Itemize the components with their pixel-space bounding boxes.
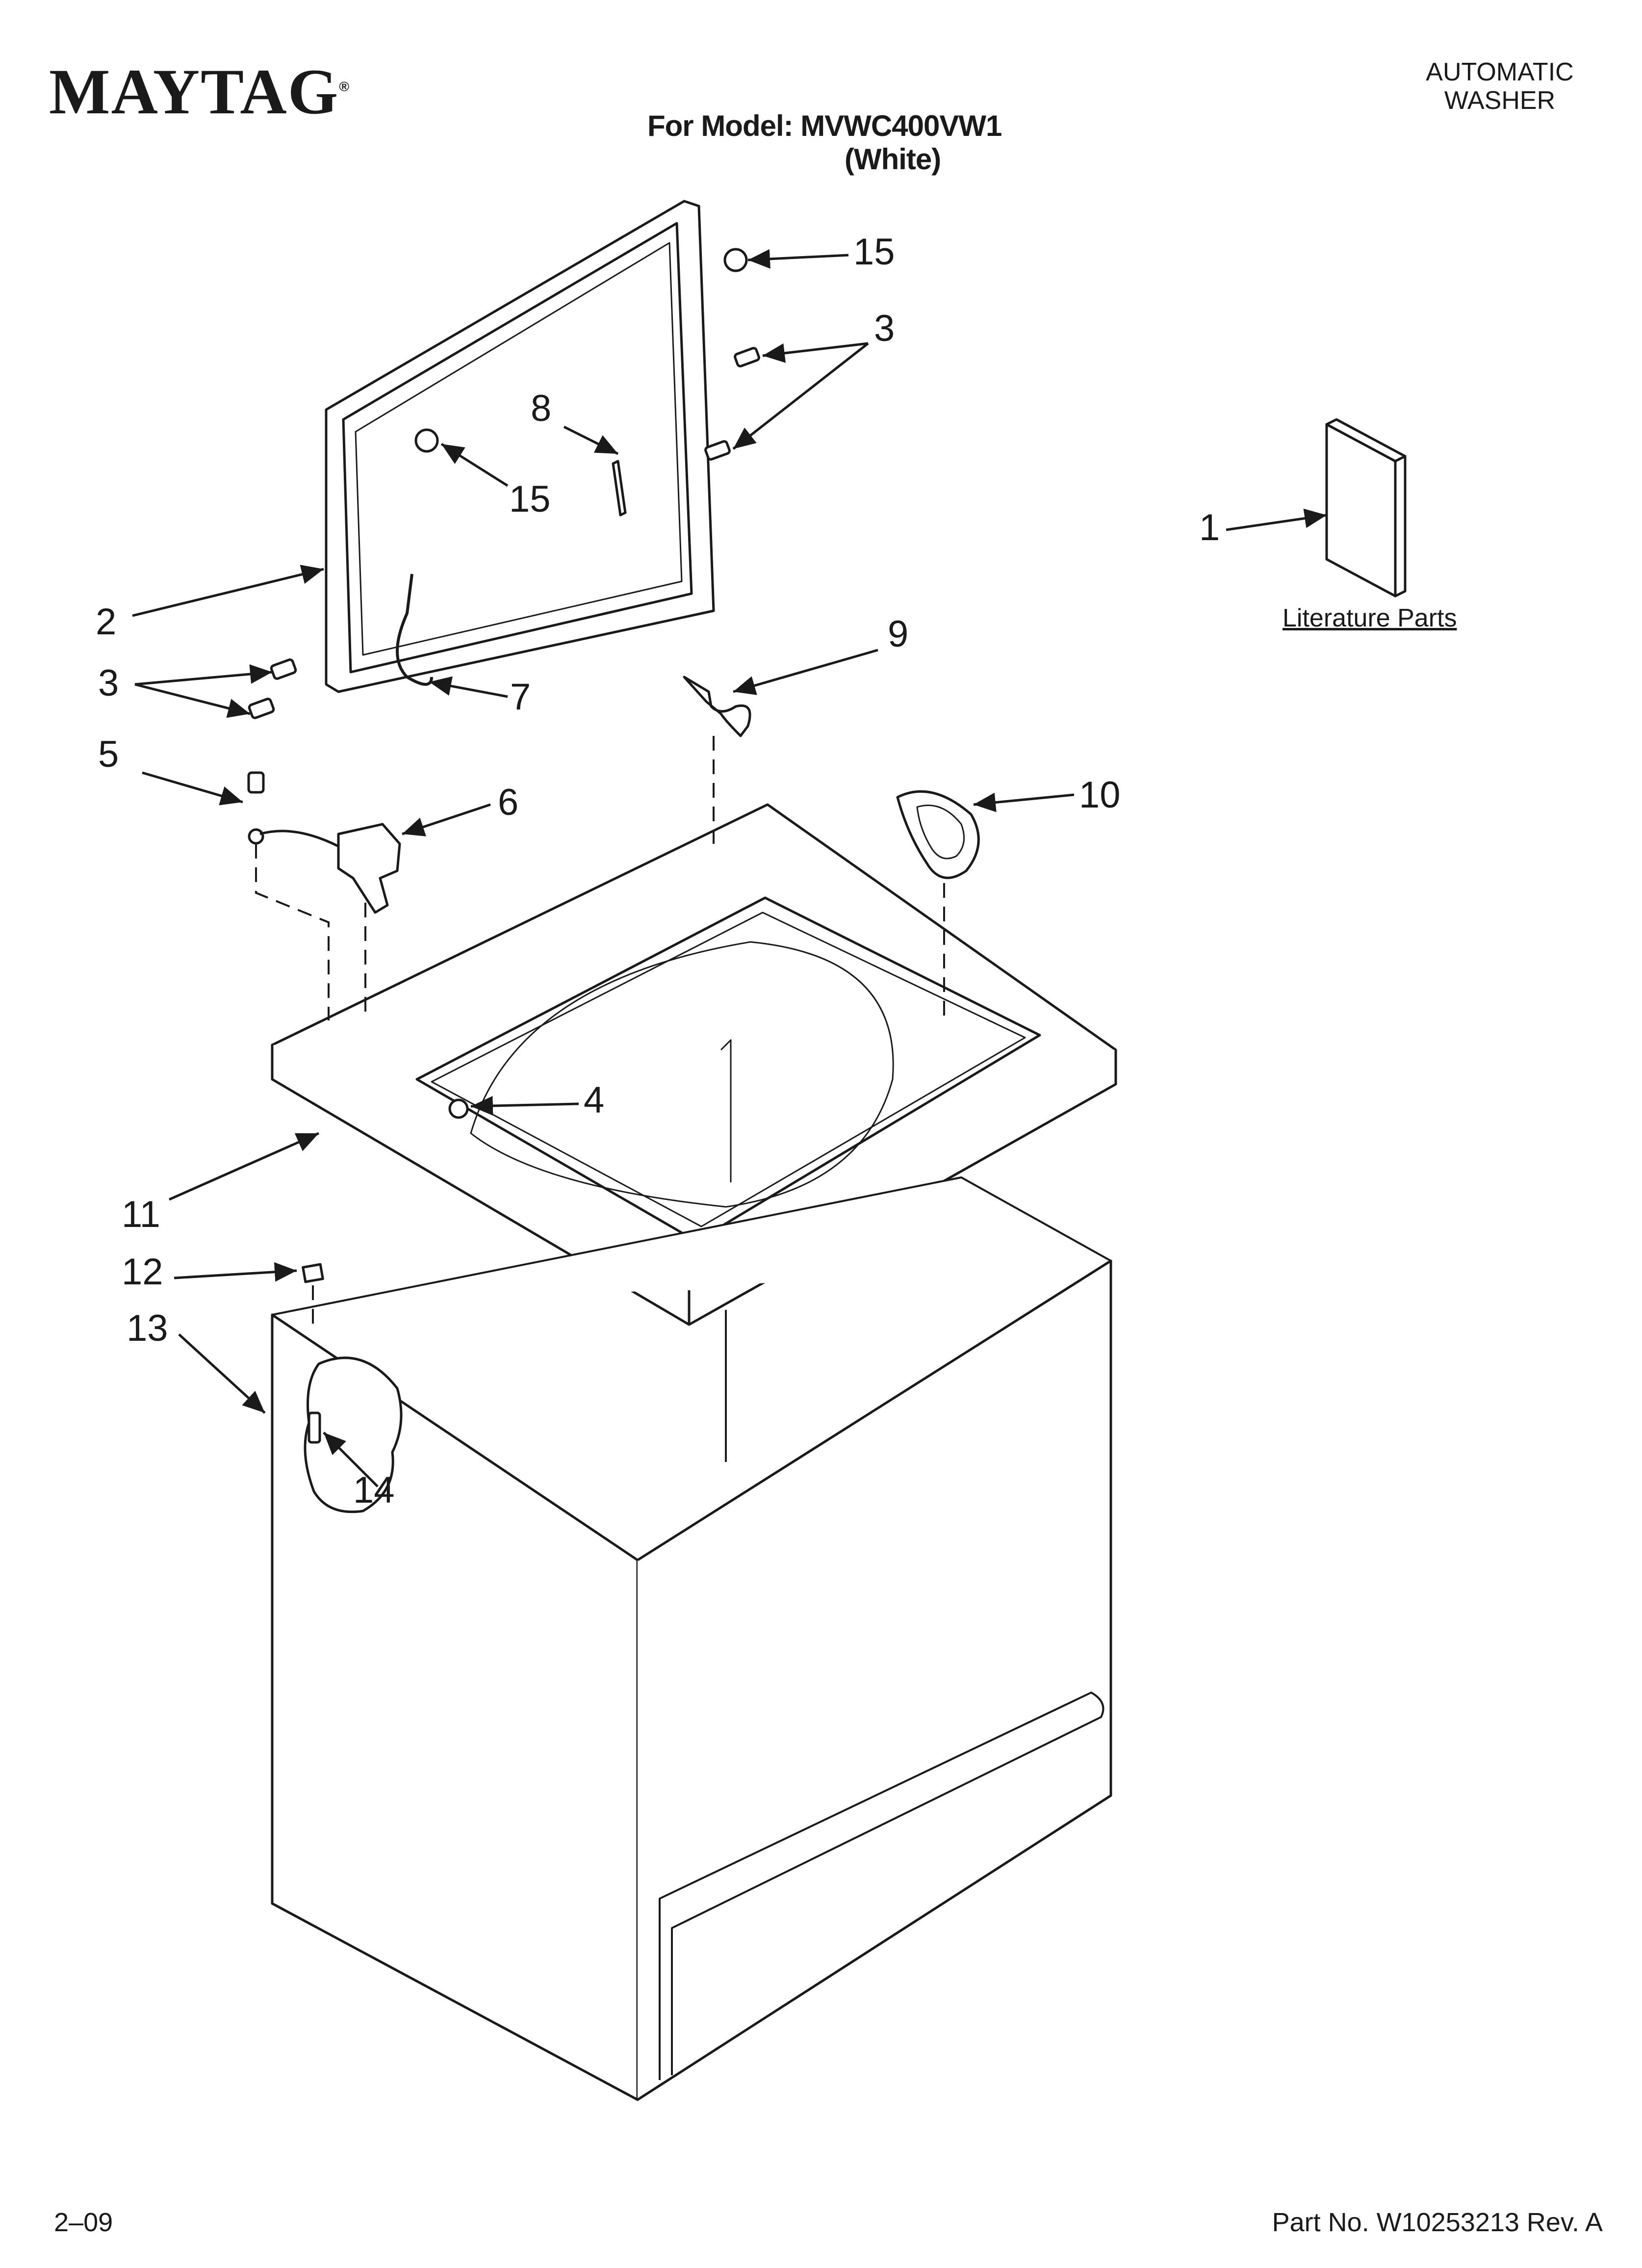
lid-switch-assembly: [247, 771, 401, 914]
literature-parts-label: Literature Parts: [1283, 604, 1457, 632]
callout-6: 6: [498, 782, 519, 823]
callout-5: 5: [98, 733, 119, 775]
callout-12: 12: [122, 1251, 163, 1293]
hinge-rod-part: [396, 574, 433, 686]
brand-logo: MAYTAG®: [49, 55, 351, 128]
leader-lines: [132, 249, 1327, 1487]
callout-1: 1: [1199, 507, 1220, 548]
callout-8: 8: [531, 388, 552, 429]
literature-booklet-part: [1325, 418, 1407, 598]
wire-clip-part: [683, 676, 751, 737]
callout-14: 14: [353, 1469, 395, 1511]
color-variant: (White): [845, 143, 941, 176]
lid-bumper-parts: [414, 248, 748, 453]
callout-4: 4: [584, 1079, 605, 1121]
cabinet-part: [271, 1176, 1112, 2101]
callout-10: 10: [1079, 774, 1121, 816]
date-code: 2–09: [54, 2208, 113, 2237]
callout-3-right: 3: [874, 308, 895, 349]
dispenser-cup-part: [896, 790, 980, 879]
callout-13: 13: [127, 1307, 168, 1349]
callout-7: 7: [510, 676, 531, 718]
callout-15-left: 15: [509, 478, 551, 520]
lid-screw-parts: [248, 347, 760, 719]
lid-part: [325, 200, 715, 693]
callout-9: 9: [888, 613, 909, 655]
alignment-lines: [255, 736, 945, 1325]
model-title: For Model: MVWC400VW1: [647, 109, 1002, 142]
callout-3-left: 3: [98, 662, 119, 704]
part-number: Part No. W10253213 Rev. A: [1272, 2208, 1603, 2237]
callout-15-top: 15: [853, 231, 895, 273]
product-type: AUTOMATIC WASHER: [1397, 58, 1603, 115]
clip-nut-part: [302, 1263, 324, 1283]
product-type-line2: WASHER: [1444, 86, 1556, 115]
callout-2: 2: [96, 601, 117, 643]
product-type-line1: AUTOMATIC: [1426, 58, 1574, 86]
callout-11: 11: [122, 1194, 160, 1235]
lid-strap-part: [612, 460, 627, 517]
